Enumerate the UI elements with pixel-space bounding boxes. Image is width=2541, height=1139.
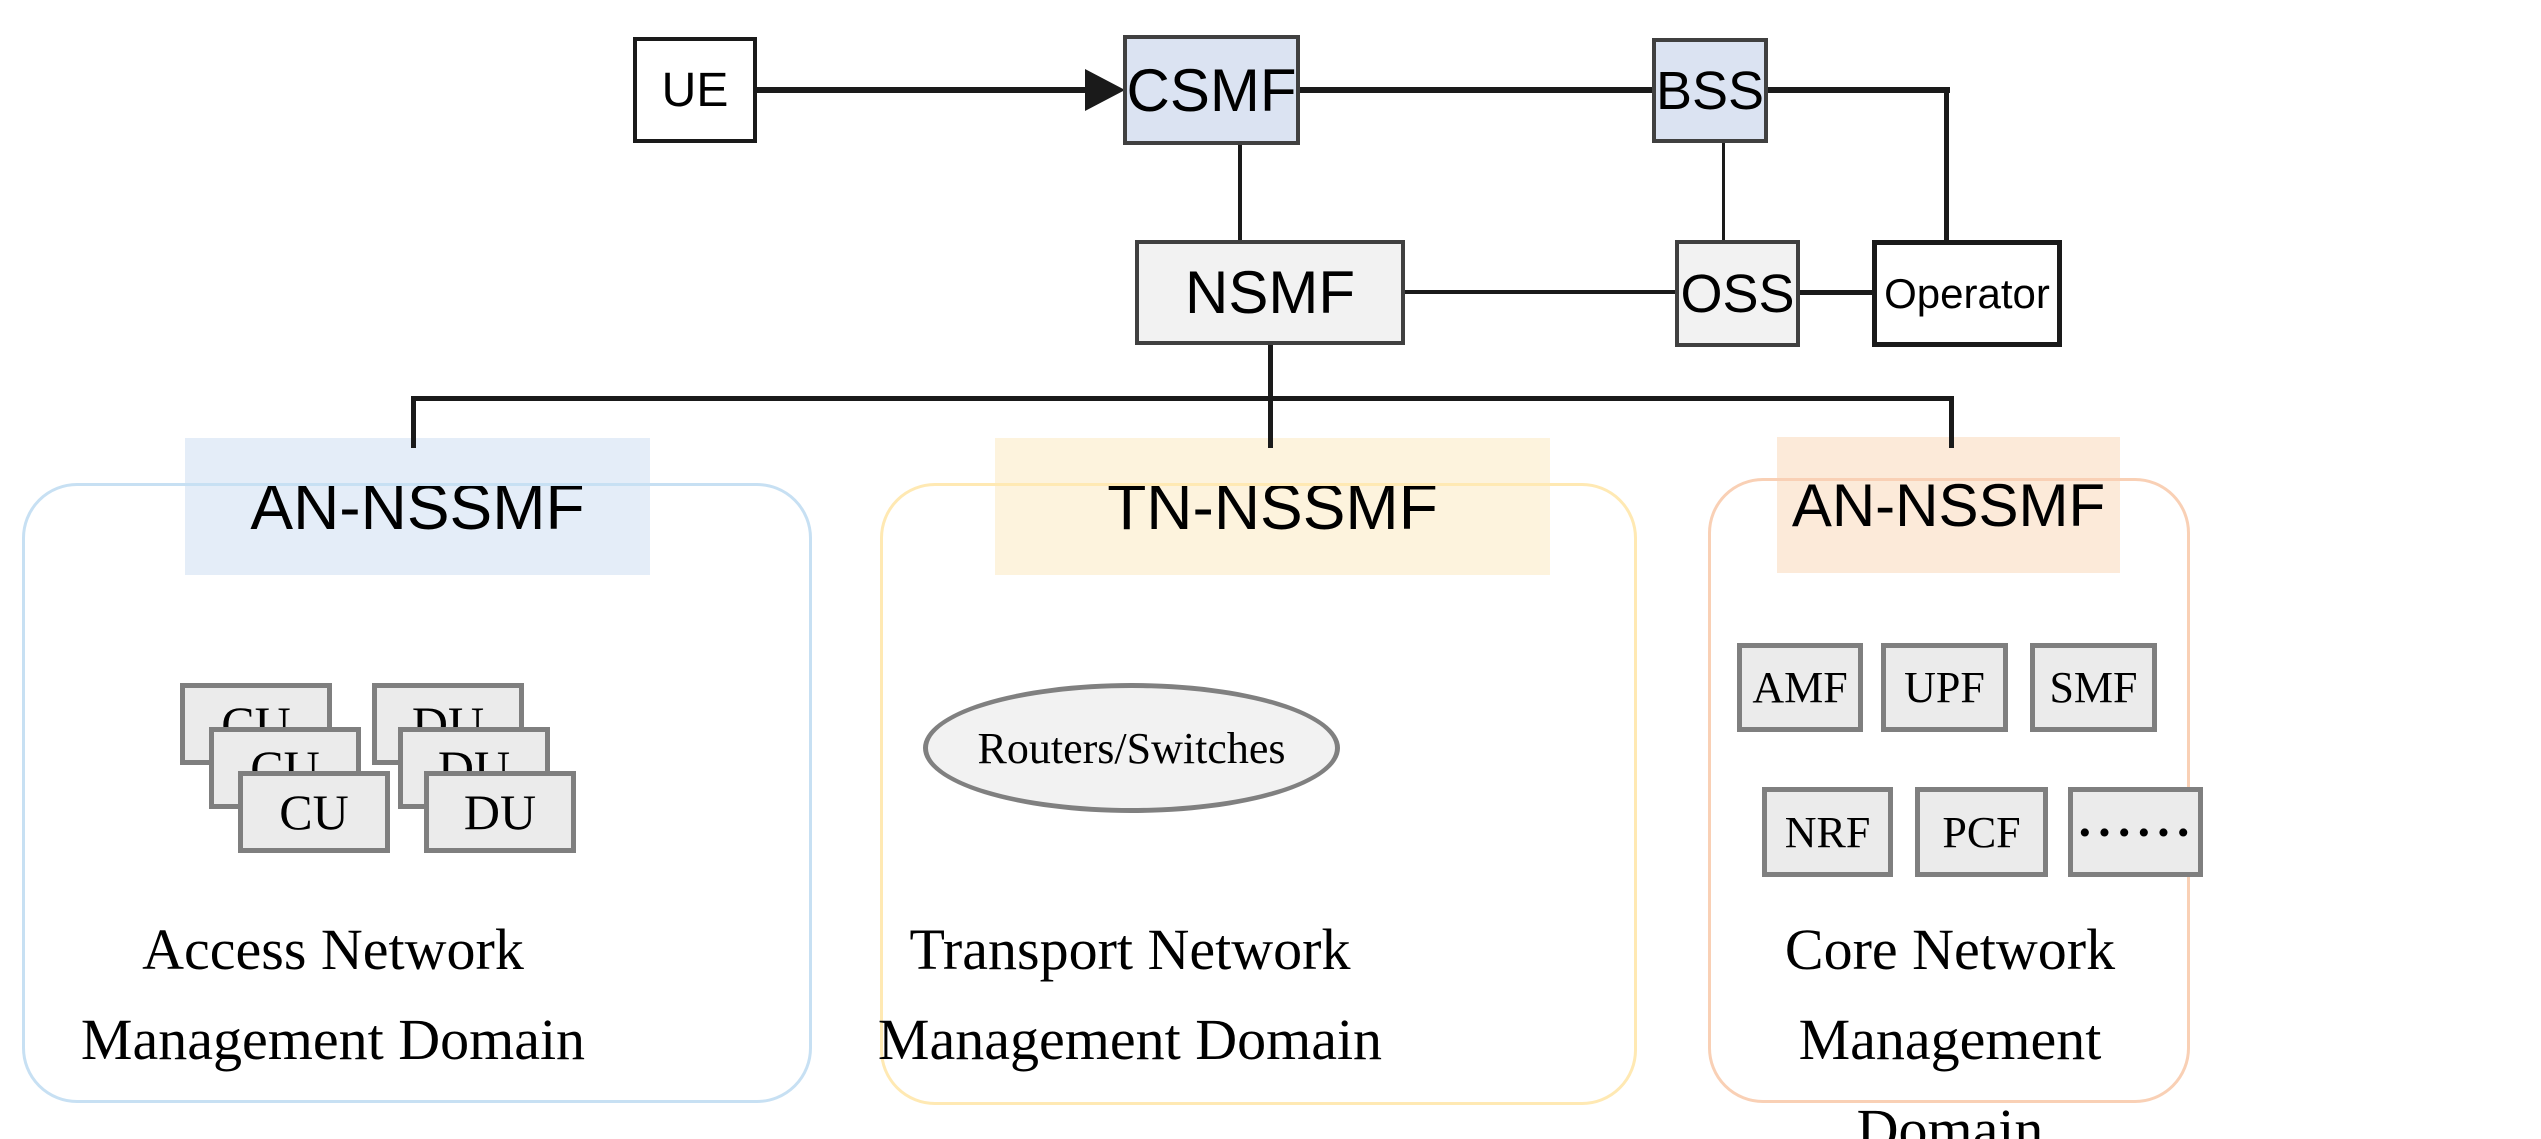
routers-switches-label: Routers/Switches — [977, 723, 1286, 773]
nsmf-node: NSMF — [1135, 240, 1405, 345]
access-caption-line1: Access Network — [142, 917, 524, 982]
nrf-label: NRF — [1784, 807, 1871, 857]
bss-oss-line — [1722, 143, 1725, 240]
bus-access-drop-line — [411, 396, 416, 448]
bus-transport-drop-line — [1268, 396, 1273, 448]
core-domain-header: AN-NSSMF — [1777, 437, 2120, 573]
routers-switches-ellipse: Routers/Switches — [923, 683, 1340, 813]
ue-label: UE — [661, 63, 729, 117]
nsmf-oss-line — [1405, 290, 1675, 294]
operator-node: Operator — [1872, 240, 2062, 347]
core-domain-caption: Core Network Management Domain — [1710, 905, 2190, 1139]
ue-csmf-arrow-shaft — [757, 87, 1087, 93]
upf-box: UPF — [1881, 643, 2008, 732]
csmf-label: CSMF — [1126, 56, 1297, 124]
more-nfs-box: ······ — [2068, 787, 2203, 877]
transport-caption-line1: Transport Network — [909, 917, 1351, 982]
oss-label: OSS — [1680, 263, 1795, 324]
access-domain-container — [22, 483, 812, 1103]
nrf-box: NRF — [1762, 787, 1893, 877]
smf-label: SMF — [2049, 663, 2138, 712]
csmf-bss-line — [1300, 87, 1652, 93]
upf-label: UPF — [1904, 663, 1985, 712]
nsmf-label: NSMF — [1185, 259, 1355, 326]
csmf-nsmf-line — [1238, 145, 1242, 240]
access-caption-line2: Management Domain — [80, 1007, 586, 1072]
pcf-label: PCF — [1942, 807, 2021, 857]
access-domain-header: AN-NSSMF — [185, 438, 650, 575]
ue-node: UE — [633, 37, 757, 143]
amf-box: AMF — [1737, 643, 1863, 732]
oss-operator-line — [1800, 290, 1872, 295]
access-domain-header-label: AN-NSSMF — [250, 470, 585, 543]
access-domain-caption: Access Network Management Domain — [38, 905, 628, 1085]
smf-box: SMF — [2030, 643, 2157, 732]
csmf-node: CSMF — [1123, 35, 1300, 145]
ellipsis-dots-icon: ······ — [2076, 804, 2195, 860]
bss-operator-vline — [1944, 87, 1949, 240]
bss-operator-hline — [1768, 87, 1950, 93]
bss-node: BSS — [1652, 38, 1768, 143]
ue-csmf-arrowhead-icon — [1085, 69, 1125, 111]
core-caption-line1: Core Network — [1784, 917, 2116, 982]
transport-caption-line2: Management Domain — [877, 1007, 1383, 1072]
cu-box-front: CU — [238, 771, 390, 853]
transport-domain-header-label: TN-NSSMF — [1107, 470, 1438, 543]
nssmf-bus-line — [411, 396, 1954, 401]
cu-label: CU — [279, 784, 349, 840]
nsmf-bus-vline — [1268, 345, 1273, 400]
oss-node: OSS — [1675, 240, 1800, 347]
pcf-box: PCF — [1915, 787, 2048, 877]
du-box-front: DU — [424, 771, 576, 853]
bus-core-drop-line — [1949, 396, 1954, 448]
amf-label: AMF — [1752, 663, 1848, 712]
transport-domain-header: TN-NSSMF — [995, 438, 1550, 575]
core-caption-line2: Management Domain — [1798, 1007, 2102, 1139]
transport-domain-container — [880, 483, 1637, 1105]
operator-label: Operator — [1884, 269, 2050, 317]
core-domain-header-label: AN-NSSMF — [1791, 471, 2106, 539]
transport-domain-caption: Transport Network Management Domain — [835, 905, 1425, 1085]
bss-label: BSS — [1655, 60, 1765, 121]
du-label: DU — [463, 784, 537, 840]
